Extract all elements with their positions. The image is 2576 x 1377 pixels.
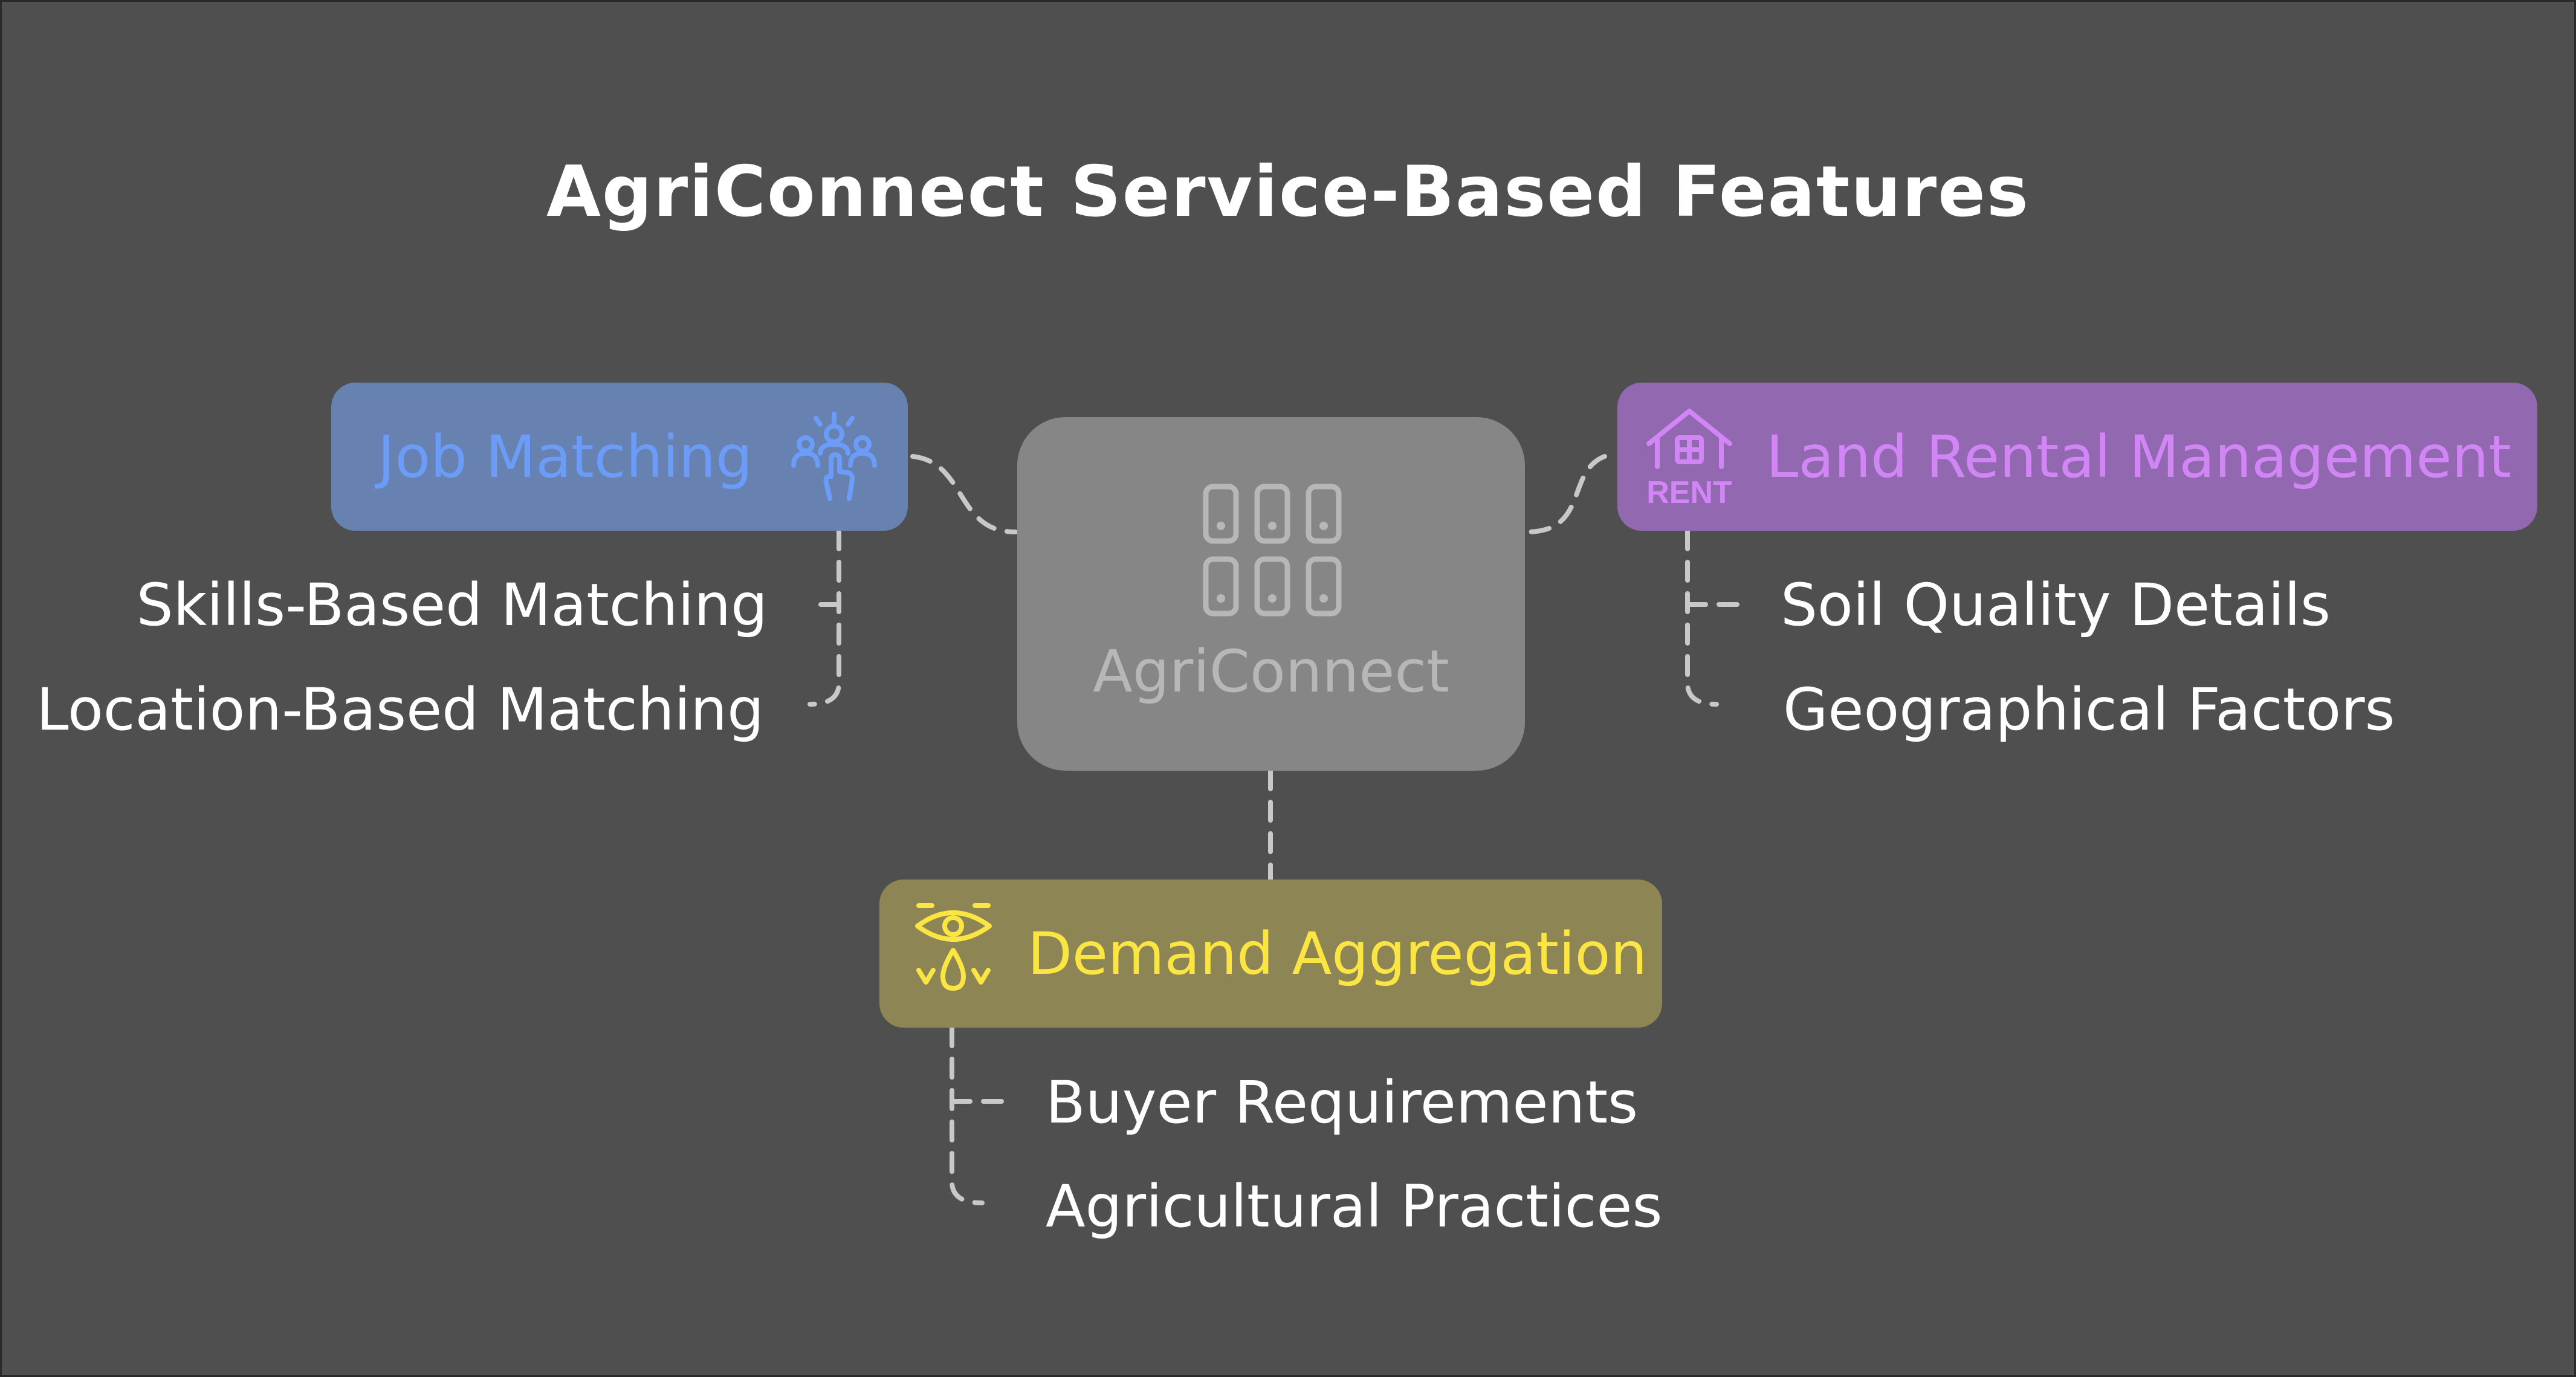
rent-icon-text: RENT	[1646, 475, 1732, 509]
demand-item-buyer: Buyer Requirements	[1046, 1069, 1638, 1136]
job-item-location: Location-Based Matching	[36, 676, 764, 744]
job-item-skills: Skills-Based Matching	[136, 571, 768, 639]
eye-drop-icon	[915, 903, 992, 991]
land-item-geographical: Geographical Factors	[1783, 676, 2395, 744]
job-matching-label: Job Matching	[378, 423, 752, 491]
center-label: AgriConnect	[1093, 638, 1449, 705]
demand-aggregation-label: Demand Aggregation	[1027, 920, 1648, 988]
grid-icon	[1203, 484, 1342, 617]
demand-item-practices: Agricultural Practices	[1046, 1173, 1663, 1240]
connector-land-to-center	[1524, 454, 1607, 534]
rent-house-icon: RENT	[1646, 409, 1732, 509]
connector-land-items	[1685, 528, 1719, 707]
connector-job-items	[807, 528, 841, 707]
land-rental-label: Land Rental Management	[1766, 423, 2511, 491]
connector-job-to-center	[910, 454, 1018, 534]
demand-aggregation-node	[879, 880, 1662, 1028]
connector-demand-items	[950, 1025, 985, 1205]
land-item-soil: Soil Quality Details	[1781, 571, 2331, 639]
land-rental-node	[1617, 383, 2537, 531]
center-node	[1017, 417, 1525, 771]
diagram-title: AgriConnect Service-Based Features	[546, 151, 2030, 233]
people-pointer-icon	[791, 412, 877, 501]
